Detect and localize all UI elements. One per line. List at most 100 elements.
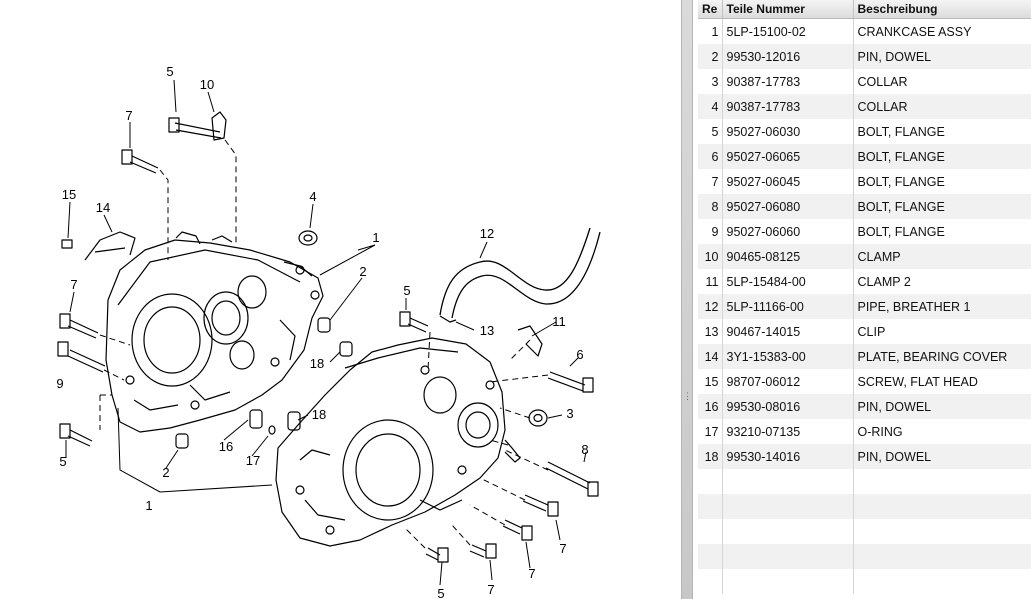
callout-label: 12 — [480, 226, 494, 241]
cell-ref: 9 — [698, 219, 723, 244]
cell-description: CLAMP — [853, 244, 1031, 269]
cell-ref: 2 — [698, 44, 723, 69]
cell-part-number: 5LP-11166-00 — [722, 294, 854, 319]
cell-ref: 8 — [698, 194, 723, 219]
cell-part-number: 5LP-15484-00 — [722, 269, 854, 294]
cell-part-number: 90467-14015 — [722, 319, 854, 344]
callout-label: 1 — [372, 230, 379, 245]
cell-ref: 5 — [698, 119, 723, 144]
empty-table-row — [698, 469, 1031, 494]
callout-label: 3 — [566, 406, 573, 421]
cell-description: BOLT, FLANGE — [853, 194, 1031, 219]
cell-description: BOLT, FLANGE — [853, 219, 1031, 244]
cell-part-number: 3Y1-15383-00 — [722, 344, 854, 369]
empty-cell — [722, 494, 854, 519]
cell-ref: 14 — [698, 344, 723, 369]
cell-ref: 7 — [698, 169, 723, 194]
column-header-part-number[interactable]: Teile Nummer — [722, 0, 854, 19]
cell-description: COLLAR — [853, 69, 1031, 94]
callout-label: 9 — [56, 376, 63, 391]
cell-part-number: 99530-12016 — [722, 44, 854, 69]
column-header-ref[interactable]: Re — [698, 0, 723, 19]
callout-label: 7 — [70, 277, 77, 292]
cell-ref: 11 — [698, 269, 723, 294]
cell-ref: 4 — [698, 94, 723, 119]
callout-label: 14 — [96, 200, 110, 215]
empty-cell — [853, 544, 1031, 569]
cell-ref: 10 — [698, 244, 723, 269]
cell-part-number: 90387-17783 — [722, 69, 854, 94]
cell-ref: 15 — [698, 369, 723, 394]
cell-part-number: 95027-06080 — [722, 194, 854, 219]
callout-label: 18 — [310, 356, 324, 371]
empty-cell — [698, 569, 723, 594]
cell-part-number: 98707-06012 — [722, 369, 854, 394]
callout-label: 4 — [309, 189, 316, 204]
splitter-track[interactable] — [681, 0, 693, 599]
empty-table-row — [698, 519, 1031, 544]
callout-label: 8 — [581, 442, 588, 457]
leader-lines — [65, 79, 587, 586]
cell-part-number: 95027-06060 — [722, 219, 854, 244]
callout-label: 6 — [576, 347, 583, 362]
right-crankcase-half — [275, 337, 506, 547]
exploded-parts-diagram: 5 10 7 15 14 4 1 2 12 7 9 5 13 11 6 18 3… — [56, 0, 677, 599]
callout-label: 7 — [487, 582, 494, 597]
table-header-row: Re Teile Nummer Beschreibung — [698, 0, 1031, 19]
callout-label: 13 — [480, 323, 494, 338]
crankcase-diagram-svg: 5 10 7 15 14 4 1 2 12 7 9 5 13 11 6 18 3… — [56, 64, 601, 599]
callout-label: 2 — [359, 264, 366, 279]
cell-description: PLATE, BEARING COVER — [853, 344, 1031, 369]
cell-part-number: 95027-06030 — [722, 119, 854, 144]
empty-cell — [853, 469, 1031, 494]
cell-part-number: 90465-08125 — [722, 244, 854, 269]
column-header-description[interactable]: Beschreibung — [853, 0, 1031, 19]
empty-cell — [698, 544, 723, 569]
callout-label: 17 — [246, 453, 260, 468]
callout-label: 5 — [403, 283, 410, 298]
empty-cell — [853, 519, 1031, 544]
cell-description: PIN, DOWEL — [853, 44, 1031, 69]
empty-cell — [722, 519, 854, 544]
empty-cell — [722, 544, 854, 569]
cell-part-number: 5LP-15100-02 — [722, 18, 854, 44]
grip-dots-icon[interactable]: ⋮ — [683, 391, 692, 401]
callout-label: 11 — [552, 314, 566, 329]
cell-part-number: 99530-14016 — [722, 444, 854, 469]
callout-label: 15 — [62, 187, 76, 202]
left-crankcase-half — [105, 231, 324, 433]
cell-ref: 17 — [698, 419, 723, 444]
empty-cell — [722, 469, 854, 494]
cell-ref: 13 — [698, 319, 723, 344]
cell-description: BOLT, FLANGE — [853, 169, 1031, 194]
callout-label: 5 — [59, 454, 66, 469]
pane-splitter[interactable]: ⋮ — [676, 0, 698, 599]
callout-label: 7 — [125, 108, 132, 123]
cell-part-number: 95027-06065 — [722, 144, 854, 169]
cell-description: CLIP — [853, 319, 1031, 344]
cell-ref: 1 — [698, 18, 723, 44]
cell-part-number: 93210-07135 — [722, 419, 854, 444]
callout-label: 5 — [166, 64, 173, 79]
callout-label: 5 — [437, 586, 444, 599]
